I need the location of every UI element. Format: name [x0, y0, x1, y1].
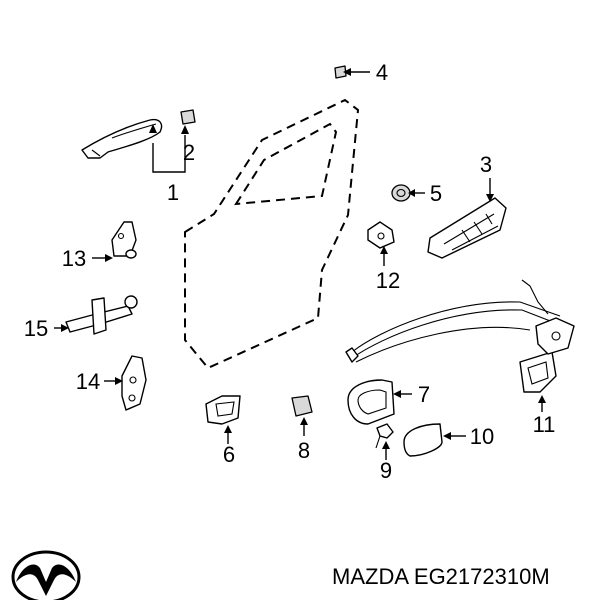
lower-hinge-part: [121, 355, 147, 411]
clip-part: [291, 395, 313, 417]
callout-10: 10: [470, 424, 494, 449]
inner-handle-part: [427, 197, 507, 259]
mazda-logo-icon: [11, 550, 81, 600]
callout-8: 8: [298, 438, 310, 463]
inside-handle-part: [347, 379, 395, 425]
door-check-part: [65, 295, 138, 335]
callout-11: 11: [533, 412, 556, 437]
outer-handle-part: [81, 118, 163, 159]
small-clip-part: [334, 65, 347, 79]
callout-6: 6: [223, 442, 235, 467]
callout-4: 4: [376, 60, 388, 85]
inner-handle-bezel-part: [205, 395, 241, 425]
callout-2: 2: [183, 140, 195, 165]
callout-7: 7: [418, 382, 430, 407]
handle-cap-part: [180, 109, 196, 125]
grommet-part: [391, 184, 411, 202]
cover-part: [403, 423, 443, 457]
callout-13: 13: [62, 246, 86, 271]
callout-5: 5: [430, 181, 442, 206]
callout-1: 1: [167, 180, 179, 205]
callout-14: 14: [76, 369, 100, 394]
leader-lines: [54, 68, 546, 460]
callout-14-15-left: 15: [24, 316, 48, 341]
door-latch-part: [345, 279, 575, 393]
screw-part: [375, 423, 394, 449]
door-outline: [184, 98, 360, 370]
part-number-caption: MAZDA EG2172310M: [332, 564, 550, 589]
callout-9: 9: [380, 458, 392, 483]
callout-12: 12: [376, 268, 400, 293]
callout-3: 3: [480, 152, 492, 177]
upper-hinge-part: [111, 221, 137, 259]
small-bracket-part: [367, 221, 395, 249]
callout-labels: 1 2 3 4 5 6 7 8 9 10 11 12 13 15 14: [24, 60, 556, 483]
